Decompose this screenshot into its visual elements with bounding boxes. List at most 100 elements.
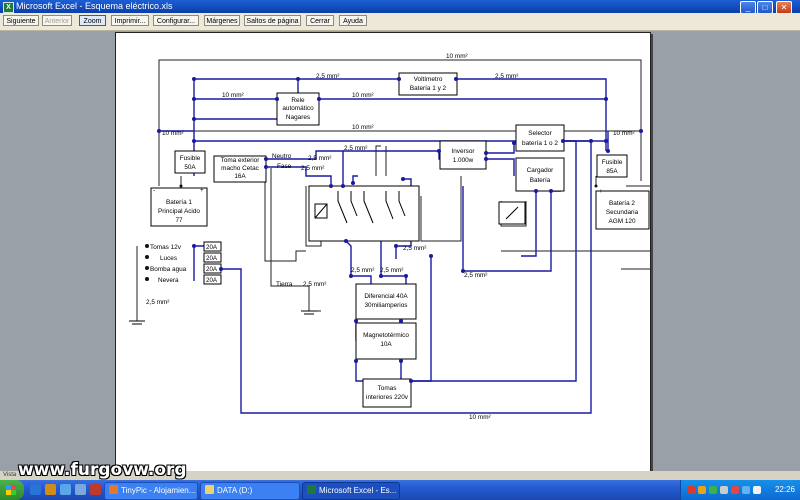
start-button[interactable]: [0, 480, 24, 500]
label-10-rele-left: 10 mm²: [222, 92, 244, 99]
indoor-sockets-block: [362, 378, 412, 408]
label-10-left: 10 mm²: [162, 130, 184, 137]
fuse-50a-block: [174, 150, 206, 174]
zoom-button[interactable]: Zoom: [79, 15, 106, 26]
setup-button[interactable]: Configurar...: [153, 15, 199, 26]
charger-line1: Cargador: [527, 167, 555, 174]
margins-button[interactable]: Márgenes: [204, 15, 240, 26]
browser-icon[interactable]: [30, 484, 41, 495]
window-titlebar: X Microsoft Excel - Esquema eléctrico.xl…: [0, 0, 800, 14]
battery1-line1: Batería 1: [166, 199, 192, 206]
task-excel[interactable]: Microsoft Excel - Es...: [302, 482, 400, 500]
selector-line2: batería 1 o 2: [522, 140, 558, 147]
task-data-drive[interactable]: DATA (D:): [200, 482, 300, 500]
shore-power-block: [213, 155, 267, 183]
clock: 22:26: [774, 485, 795, 494]
excel-icon: X: [3, 2, 14, 13]
taskbar: TinyPic - Alojamien... DATA (D:) Microso…: [0, 480, 800, 500]
label-25-dif-left: 2,5 mm²: [351, 267, 374, 274]
svg-text:-: -: [642, 188, 644, 195]
shore-line2: macho Cetac: [221, 165, 259, 172]
label-fase: Fase: [277, 163, 292, 170]
label-25-tierra: 2,5 mm²: [303, 281, 326, 288]
circuit-nevera: Nevera: [158, 277, 179, 284]
ground-symbols: [129, 310, 317, 325]
tray-icon[interactable]: [742, 486, 750, 494]
label-25-fase: 2,5 mm²: [301, 165, 324, 172]
differential-line1: Diferencial 40A: [364, 293, 408, 300]
tray-icon[interactable]: [698, 486, 706, 494]
circuit-list: Tomas 12v Luces Bomba agua Nevera 20A 20…: [150, 244, 218, 284]
fuse-85a-block: [596, 154, 628, 178]
mcb-block: [355, 322, 417, 360]
status-bar: Vista: [0, 471, 800, 480]
fuse85-line2: 85A: [606, 168, 618, 175]
label-neutro: Neutro: [272, 153, 292, 160]
print-button[interactable]: Imprimir...: [111, 15, 149, 26]
inverter-block: [439, 140, 487, 170]
fuse50-line2: 50A: [184, 164, 196, 171]
battery-terminals: -+ +-: [153, 187, 644, 195]
label-25-left: 2,5 mm²: [146, 299, 169, 306]
explorer-icon[interactable]: [75, 484, 86, 495]
label-tierra: Tierra: [276, 281, 293, 288]
label-25-volt-right: 2,5 mm²: [495, 73, 518, 80]
media-icon[interactable]: [45, 484, 56, 495]
label-10-bottom: 10 mm²: [469, 414, 491, 421]
label-10-top: 10 mm²: [446, 53, 468, 60]
mcb-line1: Magnetotérmico: [363, 332, 409, 339]
tray-icon[interactable]: [687, 486, 695, 494]
maximize-button[interactable]: □: [757, 1, 773, 14]
relay-line3: Nagares: [286, 114, 310, 121]
label-25-neutro: 2,5 mm²: [308, 155, 331, 162]
svg-text:+: +: [200, 187, 204, 194]
close-preview-button[interactable]: Cerrar: [306, 15, 334, 26]
circuit-tomas12v: Tomas 12v: [150, 244, 182, 251]
diagram-blocks: [150, 72, 650, 408]
previous-page-button[interactable]: Anterior: [42, 15, 72, 26]
terminal-dots: [145, 184, 598, 281]
blue-wires: [159, 78, 609, 414]
tray-icon[interactable]: [720, 486, 728, 494]
tray-icon[interactable]: [731, 486, 739, 494]
cable-labels: 10 mm² 2,5 mm² 2,5 mm² 10 mm² 10 mm² 10 …: [146, 53, 635, 421]
battery2-line2: Secundaria: [606, 209, 639, 216]
mcb-line2: 10A: [380, 341, 392, 348]
app-icon[interactable]: [90, 484, 101, 495]
battery2-line1: Batería 2: [609, 200, 635, 207]
voltmeter-line2: Batería 1 y 2: [410, 85, 447, 92]
fuse50-line1: Fusible: [180, 155, 201, 162]
junction-dots: [157, 77, 643, 383]
battery2-line3: AGM 120: [609, 218, 636, 225]
wiring-diagram: Voltímetro Batería 1 y 2 Rele automático…: [129, 53, 650, 421]
task-tinypic[interactable]: TinyPic - Alojamien...: [104, 482, 198, 500]
status-text: Vista: [3, 472, 17, 478]
print-preview-page[interactable]: Voltímetro Batería 1 y 2 Rele automático…: [115, 32, 651, 474]
desktop-icon[interactable]: [60, 484, 71, 495]
inverter-line2: 1.000w: [453, 157, 474, 164]
shore-line1: Toma exterior: [221, 157, 261, 164]
help-button[interactable]: Ayuda: [339, 15, 367, 26]
excel-icon: [307, 485, 316, 494]
next-page-button[interactable]: Siguiente: [3, 15, 39, 26]
sockets-line2: interiores 220v: [366, 394, 409, 401]
system-tray: 22:26: [680, 480, 800, 500]
task-excel-label: Microsoft Excel - Es...: [319, 486, 397, 495]
differential-line2: 30miliamperios: [365, 302, 408, 309]
print-preview-toolbar: Siguiente Anterior Zoom Imprimir... Conf…: [0, 13, 800, 31]
fuse85-line1: Fusible: [602, 159, 623, 166]
relay-line2: automático: [282, 105, 314, 112]
watermark: www.furgovw.org: [18, 460, 187, 480]
tray-icon[interactable]: [709, 486, 717, 494]
charger-block: [515, 157, 565, 192]
label-25-relay: 2,5 mm²: [403, 245, 426, 252]
battery1-line3: 77: [175, 217, 183, 224]
sockets-line1: Tomas: [378, 385, 397, 392]
fuse-bomba-value: 20A: [206, 266, 218, 273]
volume-icon[interactable]: [753, 486, 761, 494]
relay-block: [276, 92, 320, 126]
label-25-volt-left: 2,5 mm²: [316, 73, 339, 80]
svg-text:-: -: [153, 187, 155, 194]
page-break-button[interactable]: Saltos de página: [244, 15, 301, 26]
label-25-rightlow: 2,5 mm²: [464, 272, 487, 279]
